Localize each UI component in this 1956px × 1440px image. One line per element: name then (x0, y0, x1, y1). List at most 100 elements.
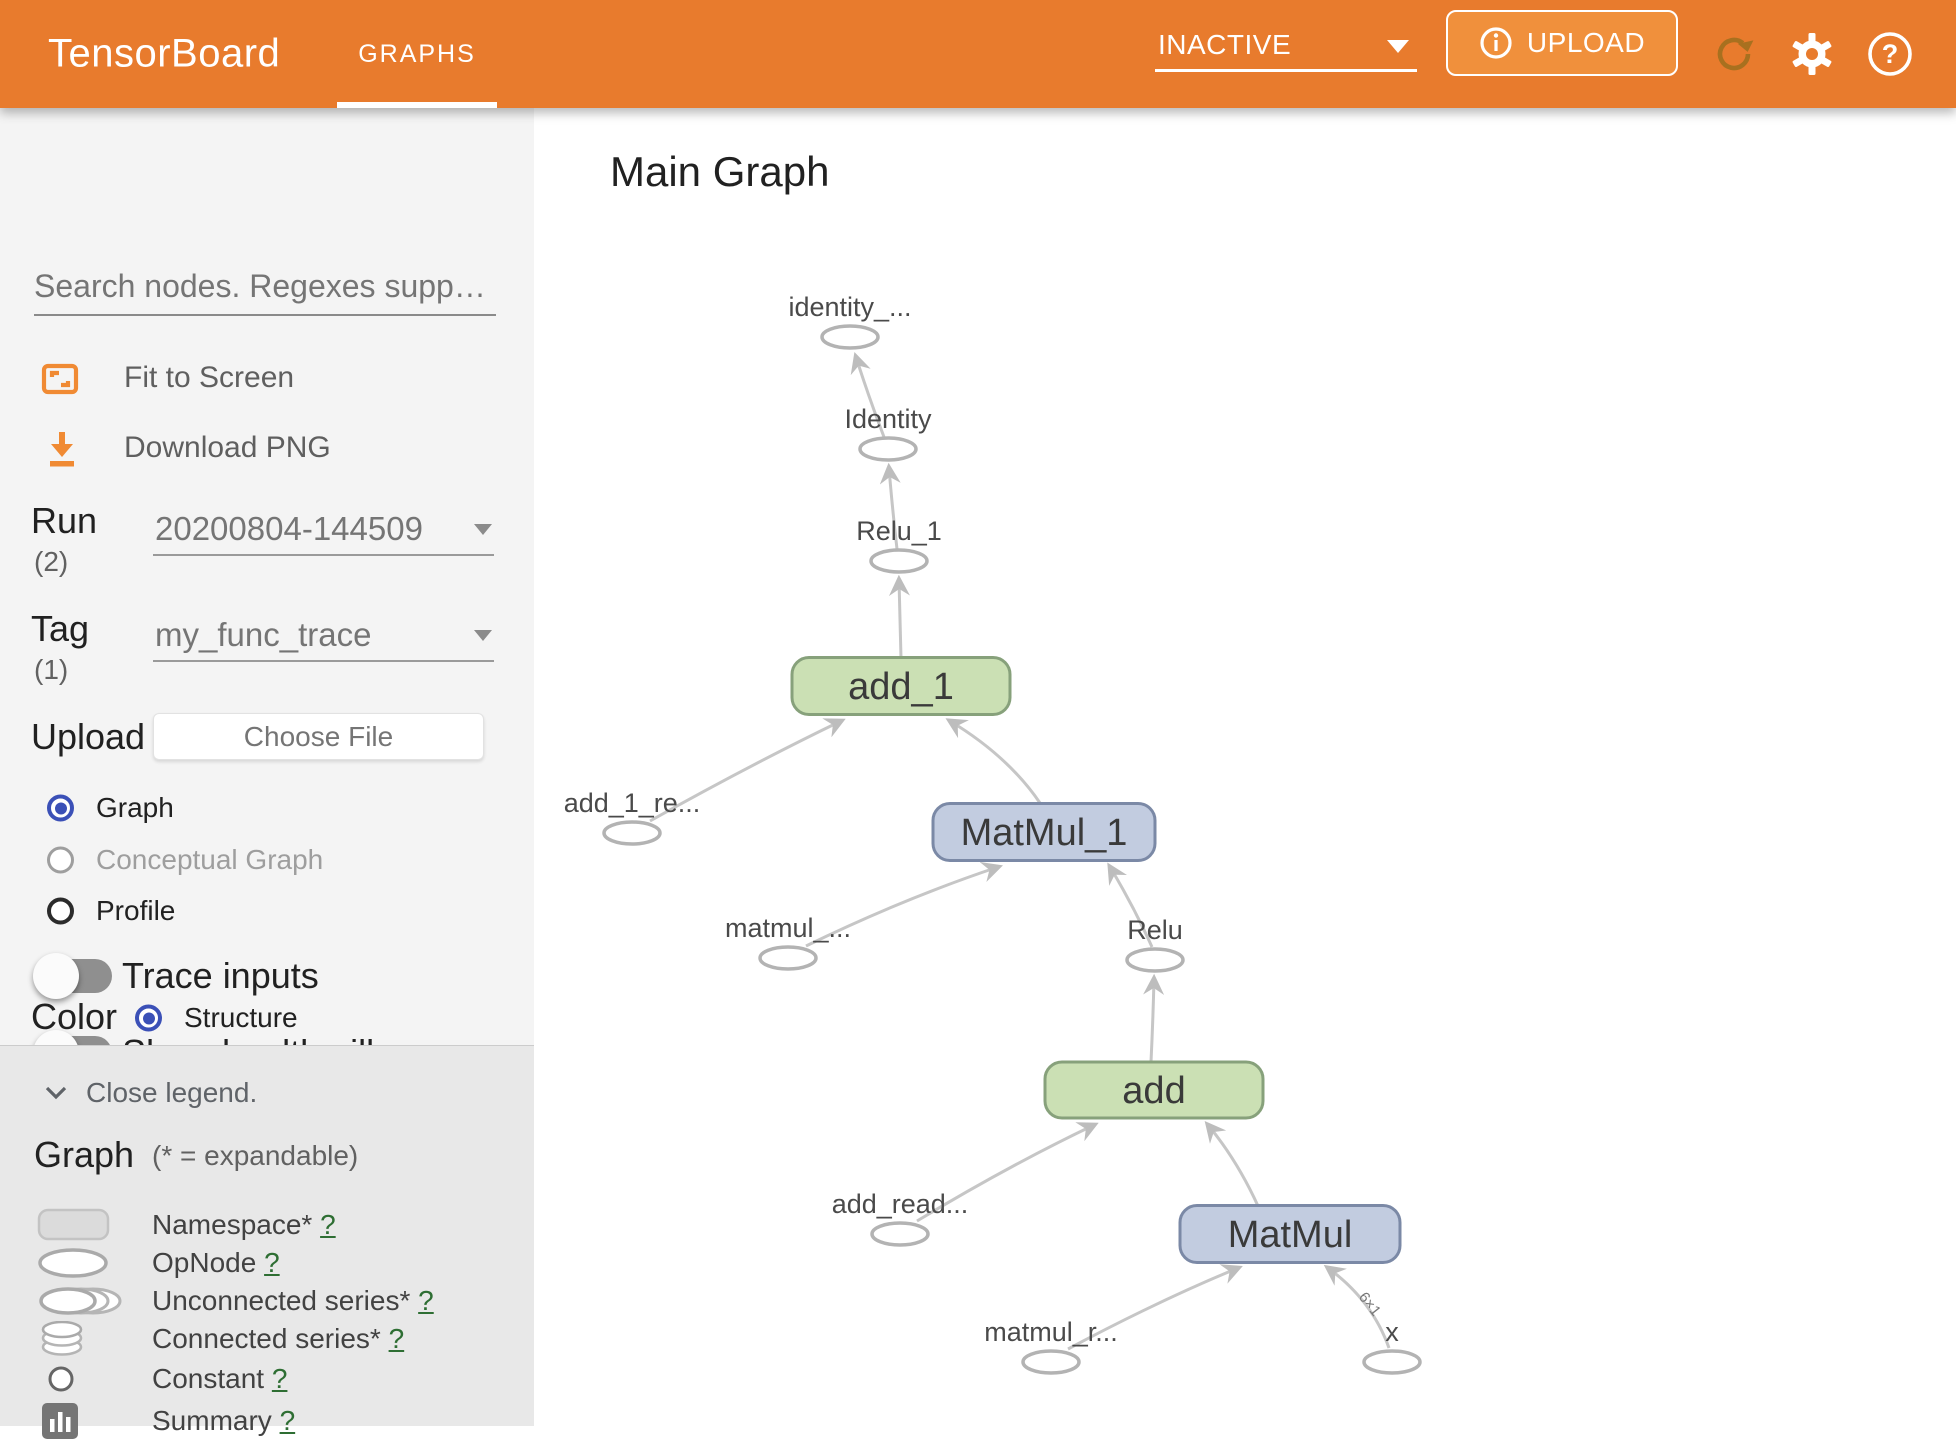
legend-row-namespace: Namespace* ? (0, 1206, 534, 1244)
download-png-label: Download PNG (124, 431, 331, 464)
connected-series-icon (41, 1321, 83, 1356)
help-link[interactable]: ? (279, 1405, 296, 1436)
radio-conceptual-graph-label: Conceptual Graph (96, 844, 324, 875)
help-link[interactable]: ? (418, 1285, 434, 1316)
edge-Relu_1-to-Identity (879, 462, 901, 550)
tab-graphs[interactable]: GRAPHS (358, 39, 476, 68)
graph-canvas[interactable]: 6×1identity_...IdentityRelu_1add_1add_1_… (534, 108, 1956, 1426)
radio-unselected-icon (47, 846, 74, 874)
help-link[interactable]: ? (388, 1323, 405, 1354)
run-label: Run (31, 500, 98, 541)
namespace-block-label: MatMul (1228, 1214, 1353, 1256)
opnode-icon (38, 1248, 108, 1278)
graph-node-identity_out[interactable]: identity_... (788, 292, 912, 350)
radio-structure[interactable]: Structure (88, 998, 622, 1038)
opnode-label: matmul_... (725, 913, 851, 943)
namespace-icon (37, 1208, 110, 1241)
namespace-block-label: MatMul_1 (961, 812, 1128, 854)
edge-add_1-to-Relu_1 (888, 574, 910, 659)
graph-node-x[interactable]: x (1362, 1317, 1422, 1375)
namespace-block (931, 802, 1157, 862)
legend-label-opnode: OpNode (152, 1247, 257, 1278)
color-label: Color (31, 996, 118, 1037)
fit-to-screen-button[interactable]: Fit to Screen (0, 356, 534, 400)
tag-select[interactable]: my_func_trace (153, 610, 494, 662)
trace-inputs-label: Trace inputs (122, 955, 319, 996)
chevron-down-icon (474, 524, 492, 535)
edge-Relu-to-MatMul_1 (1107, 862, 1154, 948)
radio-structure-label: Structure (184, 1002, 298, 1033)
upload-button-label: UPLOAD (1526, 27, 1646, 58)
graph-node-Relu[interactable]: Relu (1125, 915, 1185, 973)
opnode-ellipse (1362, 1349, 1422, 1375)
constant-icon (48, 1366, 74, 1392)
sidebar: Fit to Screen Download PNG Run (2) 20200… (0, 108, 534, 1439)
opnode-ellipse (858, 436, 918, 462)
radio-unselected-icon (47, 897, 74, 925)
graph-node-add_read[interactable]: add_read... (832, 1189, 969, 1247)
chevron-down-icon (474, 630, 492, 641)
legend-label-connected-series: Connected series* (152, 1323, 381, 1354)
app-header: TensorBoard GRAPHS INACTIVE UPLOAD ? (0, 0, 1956, 108)
refresh-icon[interactable] (1710, 30, 1758, 78)
namespace-block-label: add (1122, 1070, 1185, 1112)
opnode-ellipse (1125, 947, 1185, 973)
upload-button[interactable]: UPLOAD (1446, 10, 1678, 76)
graph-node-add[interactable]: add (1043, 1060, 1265, 1120)
legend-panel: Close legend. Graph (* = expandable) Nam… (0, 1045, 534, 1439)
namespace-block (1043, 1060, 1265, 1120)
graph-node-matmul_[interactable]: matmul_... (725, 913, 851, 971)
opnode-ellipse (758, 945, 818, 971)
help-link[interactable]: ? (271, 1363, 288, 1394)
radio-profile[interactable]: Profile (0, 891, 534, 931)
edge-add_read-to-add (916, 1122, 1099, 1223)
legend-label-namespace: Namespace* (152, 1209, 313, 1240)
graph-node-MatMul[interactable]: MatMul (1178, 1204, 1402, 1264)
radio-selected-icon (135, 1004, 162, 1032)
legend-row-unconnected-series: Unconnected series* ? (0, 1282, 534, 1320)
opnode-label: Identity (844, 404, 932, 434)
status-dropdown-value: INACTIVE (1158, 28, 1292, 60)
radio-profile-label: Profile (96, 895, 176, 926)
gear-icon[interactable] (1788, 30, 1836, 78)
run-select[interactable]: 20200804-144509 (153, 504, 494, 556)
choose-file-button[interactable]: Choose File (153, 713, 484, 760)
close-legend-label: Close legend. (86, 1077, 258, 1108)
radio-graph[interactable]: Graph (0, 788, 534, 828)
graph-node-add_1[interactable]: add_1 (790, 656, 1012, 716)
namespace-block-label: add_1 (848, 666, 954, 708)
opnode-label: add_read... (832, 1189, 969, 1219)
run-select-value: 20200804-144509 (155, 510, 423, 547)
edge-add_1_re-to-add_1 (649, 718, 846, 823)
trace-inputs-toggle[interactable]: Trace inputs (0, 951, 534, 1001)
summary-icon (42, 1403, 78, 1439)
edge-matmul_r-to-MatMul (1067, 1264, 1243, 1351)
toggle-knob (33, 953, 79, 999)
legend-label-constant: Constant (152, 1363, 265, 1394)
graph-node-add_1_re[interactable]: add_1_re... (564, 788, 701, 846)
help-link[interactable]: ? (264, 1247, 280, 1278)
opnode-ellipse (1021, 1349, 1081, 1375)
opnode-ellipse (870, 1221, 930, 1247)
help-link[interactable]: ? (320, 1209, 336, 1240)
edge-x-to-MatMul (1323, 1264, 1391, 1349)
upload-label: Upload (31, 716, 146, 757)
opnode-label: Relu (1127, 915, 1183, 945)
graph-node-MatMul_1[interactable]: MatMul_1 (931, 802, 1157, 862)
search-input[interactable] (34, 258, 496, 316)
opnode-ellipse (602, 820, 662, 846)
opnode-label: x (1385, 1317, 1399, 1347)
radio-conceptual-graph[interactable]: Conceptual Graph (0, 840, 534, 880)
edge-Identity-to-identity_out (850, 351, 886, 438)
legend-label-unconnected-series: Unconnected series* (152, 1285, 411, 1316)
graph-node-Identity[interactable]: Identity (844, 404, 932, 462)
graph-node-matmul_r[interactable]: matmul_r... (984, 1317, 1118, 1375)
opnode-label: identity_... (788, 292, 911, 322)
graph-node-Relu_1[interactable]: Relu_1 (856, 516, 942, 574)
close-legend-button[interactable]: Close legend. (44, 1076, 257, 1110)
help-icon[interactable]: ? (1866, 30, 1914, 78)
status-dropdown[interactable]: INACTIVE (1155, 20, 1417, 72)
namespace-block (790, 656, 1012, 716)
download-png-button[interactable]: Download PNG (0, 426, 534, 470)
